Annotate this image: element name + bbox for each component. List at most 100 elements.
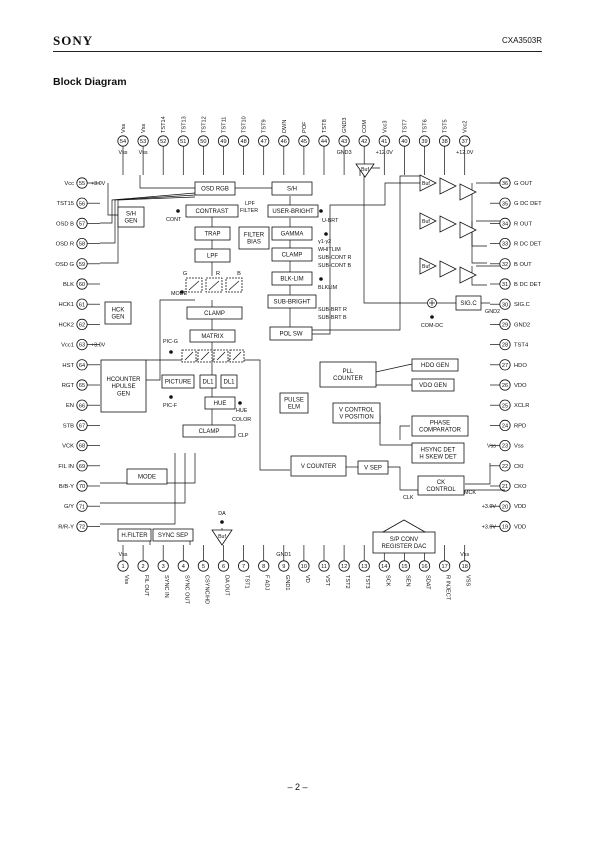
part-number: CXA3503R (501, 36, 542, 45)
buf-b-triangle (419, 257, 437, 275)
right-pin-35-number: 35 (502, 201, 508, 207)
top-pin-name: TST9 (262, 119, 268, 133)
matrix-block-text: MATRIX (201, 334, 223, 340)
left-pin-name: BLK (63, 282, 74, 288)
pic-f-label: PIC-F (163, 403, 178, 409)
wire-pol-out (310, 182, 420, 335)
dl1b-block-text: DL1 (223, 380, 235, 386)
left-pin-name: RGT (62, 383, 75, 389)
brand-logo: SONY (53, 33, 94, 48)
v-sep-block-text: V SEP (364, 466, 382, 472)
sig-c-block-text: SIG.C (460, 301, 477, 307)
blk-lim-block-box (271, 271, 313, 286)
right-pin-name: TST4 (514, 343, 529, 349)
top-pin-37-number: 37 (462, 139, 468, 145)
left-pin-55-number: 55 (79, 181, 85, 187)
sw2-b2-blade (200, 351, 210, 361)
bottom-pin-5-number: 5 (202, 564, 205, 570)
left-pin-69-number: 69 (79, 464, 85, 470)
top-pin-44-number: 44 (321, 139, 327, 145)
right-pin-32-number: 32 (502, 262, 508, 268)
top-pin-53-number: 53 (140, 139, 146, 145)
dl1b-block-box (220, 374, 238, 389)
left-pin-name: FIL IN (58, 464, 74, 470)
bottom-pin-14-number: 14 (381, 564, 387, 570)
ck-control-block-box (417, 475, 465, 496)
hcounter-block-text: HPULSE (111, 384, 135, 390)
bottom-pin-8-number: 8 (262, 564, 265, 570)
right-pin-23-number: 23 (502, 444, 508, 450)
hsync-det-block-box (411, 442, 465, 464)
top-pin-name: DWN (282, 120, 288, 133)
top-pin-name: TST5 (443, 119, 449, 133)
v-counter-block-text: V COUNTER (301, 464, 337, 470)
bottom-pin-7-circle (238, 560, 250, 572)
top-pin-47-circle (258, 135, 270, 147)
wire-hcounter (146, 299, 195, 381)
com-dc-terminal (430, 315, 434, 319)
gamma-label-4: SUB-CONT B (318, 263, 352, 269)
pic-g-label: PIC-G (163, 339, 178, 345)
sub-brt-b-label: SUB-BRT B (318, 315, 347, 321)
left-pin-name: HCK1 (59, 302, 74, 308)
top-pin-40-circle (398, 135, 410, 147)
bottom-pin-15-circle (398, 560, 410, 572)
wire-out-b (471, 266, 487, 286)
label-mode: MODE (171, 291, 188, 297)
left-pin-59-number: 59 (79, 262, 85, 268)
left-pin-60-number: 60 (79, 282, 85, 288)
pic-f-terminal (169, 395, 173, 399)
top-pin-name: TST12 (201, 116, 207, 133)
top-pin-sub: +12.0V (376, 150, 394, 156)
v-counter-block-box (290, 455, 347, 477)
buf-bottom-label: Buf (218, 534, 226, 540)
mode-block-box (126, 468, 168, 485)
gamma-block-box (271, 226, 313, 241)
switch-r (205, 277, 223, 293)
right-pin-name: G OUT (514, 181, 533, 187)
clamp-mid-block-box (186, 306, 243, 320)
left-pin-name: Vcc1 (61, 343, 74, 349)
pulse-elm-block-text: PULSE (284, 398, 304, 404)
top-pin-48-number: 48 (240, 139, 246, 145)
da-label: DA (218, 511, 226, 517)
buf-r-label: Buf (422, 219, 430, 225)
left-pin-62-number: 62 (79, 323, 85, 329)
top-pin-50-number: 50 (200, 139, 206, 145)
label-b: B (237, 271, 241, 277)
phase-comparator-block-text: PHASE (430, 421, 450, 427)
blklim-label: BLKLIM (318, 285, 338, 291)
left-pin-name: OSD G (55, 262, 74, 268)
blk-lim-block-text: BLK-LIM (280, 277, 303, 283)
top-pin-sub: GND3 (337, 150, 352, 156)
sw2-d-blade (232, 351, 242, 361)
bottom-pin-name: TST1 (244, 575, 250, 589)
right-pin-extra: +3.0V (482, 524, 497, 530)
bottom-pin-name: F ADJ (264, 575, 270, 590)
v-control-block-box (332, 402, 381, 424)
osd-rgb-block-text: OSD RGB (201, 187, 229, 193)
bottom-pin-15-number: 15 (401, 564, 407, 570)
left-pin-65-number: 65 (79, 383, 85, 389)
blklim-terminal (319, 277, 323, 281)
wire-osd-in (100, 196, 196, 264)
left-pin-63-number: 63 (79, 343, 85, 349)
hcounter-block-text: GEN (117, 391, 130, 397)
buf-b-label: Buf (422, 264, 430, 270)
right-pin-name: SIG.C (514, 302, 530, 308)
top-pin-51-circle (177, 135, 189, 147)
right-pin-name: CKO (514, 484, 527, 490)
buf-r-triangle (419, 212, 437, 230)
bottom-pin-name: SYNC IN (163, 575, 169, 598)
right-pin-24-number: 24 (502, 424, 508, 430)
bottom-pin-18-circle (459, 560, 471, 572)
switch-b-blade (228, 280, 240, 291)
top-pin-sub: +12.0V (456, 150, 474, 156)
lpf-block-text: LPF (207, 254, 218, 260)
vdo-gen-block-box (411, 378, 455, 392)
left-pin-name: VCK (62, 444, 74, 450)
bottom-pin-8-circle (258, 560, 270, 572)
top-pin-name: TST11 (222, 117, 228, 133)
top-pin-53-circle (137, 135, 149, 147)
